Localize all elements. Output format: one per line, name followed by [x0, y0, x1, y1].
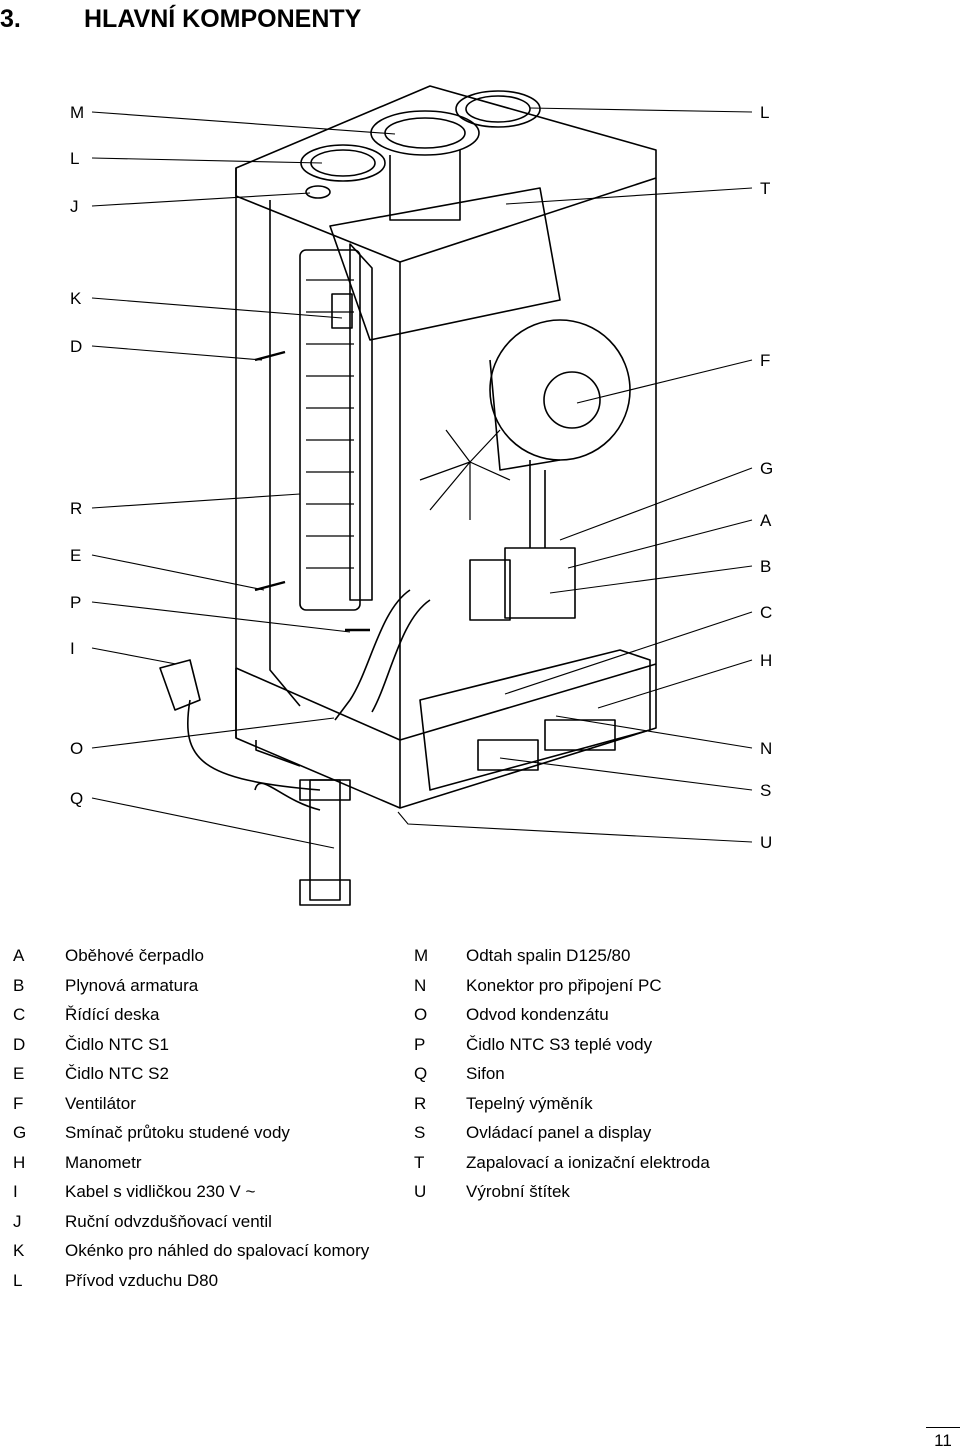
- legend-letter: B: [13, 975, 25, 995]
- callout-o: O: [70, 739, 83, 758]
- callout-g: G: [760, 459, 773, 478]
- callout-a: A: [760, 511, 772, 530]
- callout-u: U: [760, 833, 772, 852]
- legend-description: Konektor pro připojení PC: [466, 975, 662, 995]
- legend-description: Ovládací panel a display: [466, 1123, 652, 1142]
- callout-m: M: [70, 103, 84, 122]
- page-number: 11: [926, 1427, 960, 1451]
- legend-description: Ventilátor: [65, 1093, 136, 1113]
- fan: [489, 319, 631, 461]
- callout-b: B: [760, 557, 771, 576]
- legend-description: Čidlo NTC S1: [65, 1034, 169, 1054]
- callout-e: E: [70, 546, 81, 565]
- legend-description: Oběhové čerpadlo: [65, 946, 204, 965]
- air-inlet-right: [455, 90, 541, 128]
- legend-letter: I: [13, 1182, 18, 1201]
- siphon: [309, 779, 341, 901]
- legend-description: Výrobní štítek: [466, 1182, 570, 1201]
- flue-outlet: [370, 110, 480, 156]
- legend-letter: M: [414, 946, 429, 965]
- air-vent-valve: [305, 185, 331, 199]
- callout-s: S: [760, 781, 771, 800]
- legend-letter: S: [414, 1123, 426, 1142]
- condensate-hose: [334, 589, 411, 721]
- gas-valve: [504, 547, 576, 619]
- legend-letter: H: [13, 1152, 26, 1172]
- callout-t: T: [760, 179, 770, 198]
- callout-l: L: [70, 149, 79, 168]
- boiler-diagram: M L J K D R E P I O Q L T F G A B C H N S U: [70, 85, 773, 906]
- legend-letter: N: [414, 975, 427, 995]
- callouts-left: M L J K D R E P I O Q: [70, 103, 84, 808]
- legend-letter: F: [13, 1093, 24, 1113]
- legend-letter: L: [13, 1270, 23, 1290]
- legend-description: Odtah spalin D125/80: [466, 946, 631, 965]
- legend-description: Ruční odvzdušňovací ventil: [65, 1211, 272, 1231]
- callout-c: C: [760, 603, 772, 622]
- legend-letter: Q: [414, 1064, 428, 1083]
- legend-letter: U: [414, 1182, 427, 1201]
- callout-d: D: [70, 337, 82, 356]
- legend-letter: G: [13, 1123, 27, 1142]
- legend-letter: E: [13, 1064, 25, 1083]
- plug: [159, 659, 201, 711]
- legend-description: Čidlo NTC S2: [65, 1064, 169, 1083]
- legend-letter: C: [13, 1005, 26, 1024]
- section-number: 3.: [0, 5, 21, 33]
- legend-description: Zapalovací a ionizační elektroda: [466, 1152, 710, 1172]
- legend-description: Kabel s vidličkou 230 V ~: [65, 1182, 256, 1201]
- legend-letter: J: [13, 1211, 22, 1231]
- callout-k: K: [70, 289, 82, 308]
- legend-description: Manometr: [65, 1152, 142, 1172]
- legend-letter: D: [13, 1034, 26, 1054]
- legend-description: Odvod kondenzátu: [466, 1005, 609, 1024]
- control-panel: [477, 739, 539, 771]
- callout-j: J: [70, 197, 79, 216]
- legend-description: Sifon: [466, 1064, 505, 1083]
- legend-letter: K: [13, 1241, 25, 1260]
- legend-description: Přívod vzduchu D80: [65, 1270, 219, 1290]
- callout-q: Q: [70, 789, 83, 808]
- power-cable: [186, 699, 321, 791]
- section-title: HLAVNÍ KOMPONENTY: [84, 5, 362, 33]
- callout-r: R: [70, 499, 82, 518]
- callout-n: N: [760, 739, 772, 758]
- legend-letter: T: [414, 1152, 425, 1172]
- legend-description: Řídící deska: [65, 1005, 160, 1024]
- legend-letter: O: [414, 1005, 428, 1024]
- legend-description: Tepelný výměník: [466, 1093, 593, 1113]
- heat-exchanger: [299, 249, 361, 611]
- callout-p: P: [70, 593, 81, 612]
- legend-letter: R: [414, 1093, 427, 1113]
- callout-f: F: [760, 351, 770, 370]
- legend-description: Čidlo NTC S3 teplé vody: [466, 1034, 653, 1054]
- legend-description: Okénko pro náhled do spalovací komory: [65, 1241, 370, 1260]
- legend-description: Plynová armatura: [65, 975, 199, 995]
- callouts-right: L T F G A B C H N S U: [760, 103, 773, 852]
- legend-description: Smínač průtoku studené vody: [65, 1123, 290, 1142]
- casing-outline: [235, 85, 657, 809]
- legend-letter: P: [414, 1034, 426, 1054]
- callout-h: H: [760, 651, 772, 670]
- callout-i: I: [70, 639, 75, 658]
- callout-l: L: [760, 103, 769, 122]
- legend-letter: A: [13, 946, 25, 965]
